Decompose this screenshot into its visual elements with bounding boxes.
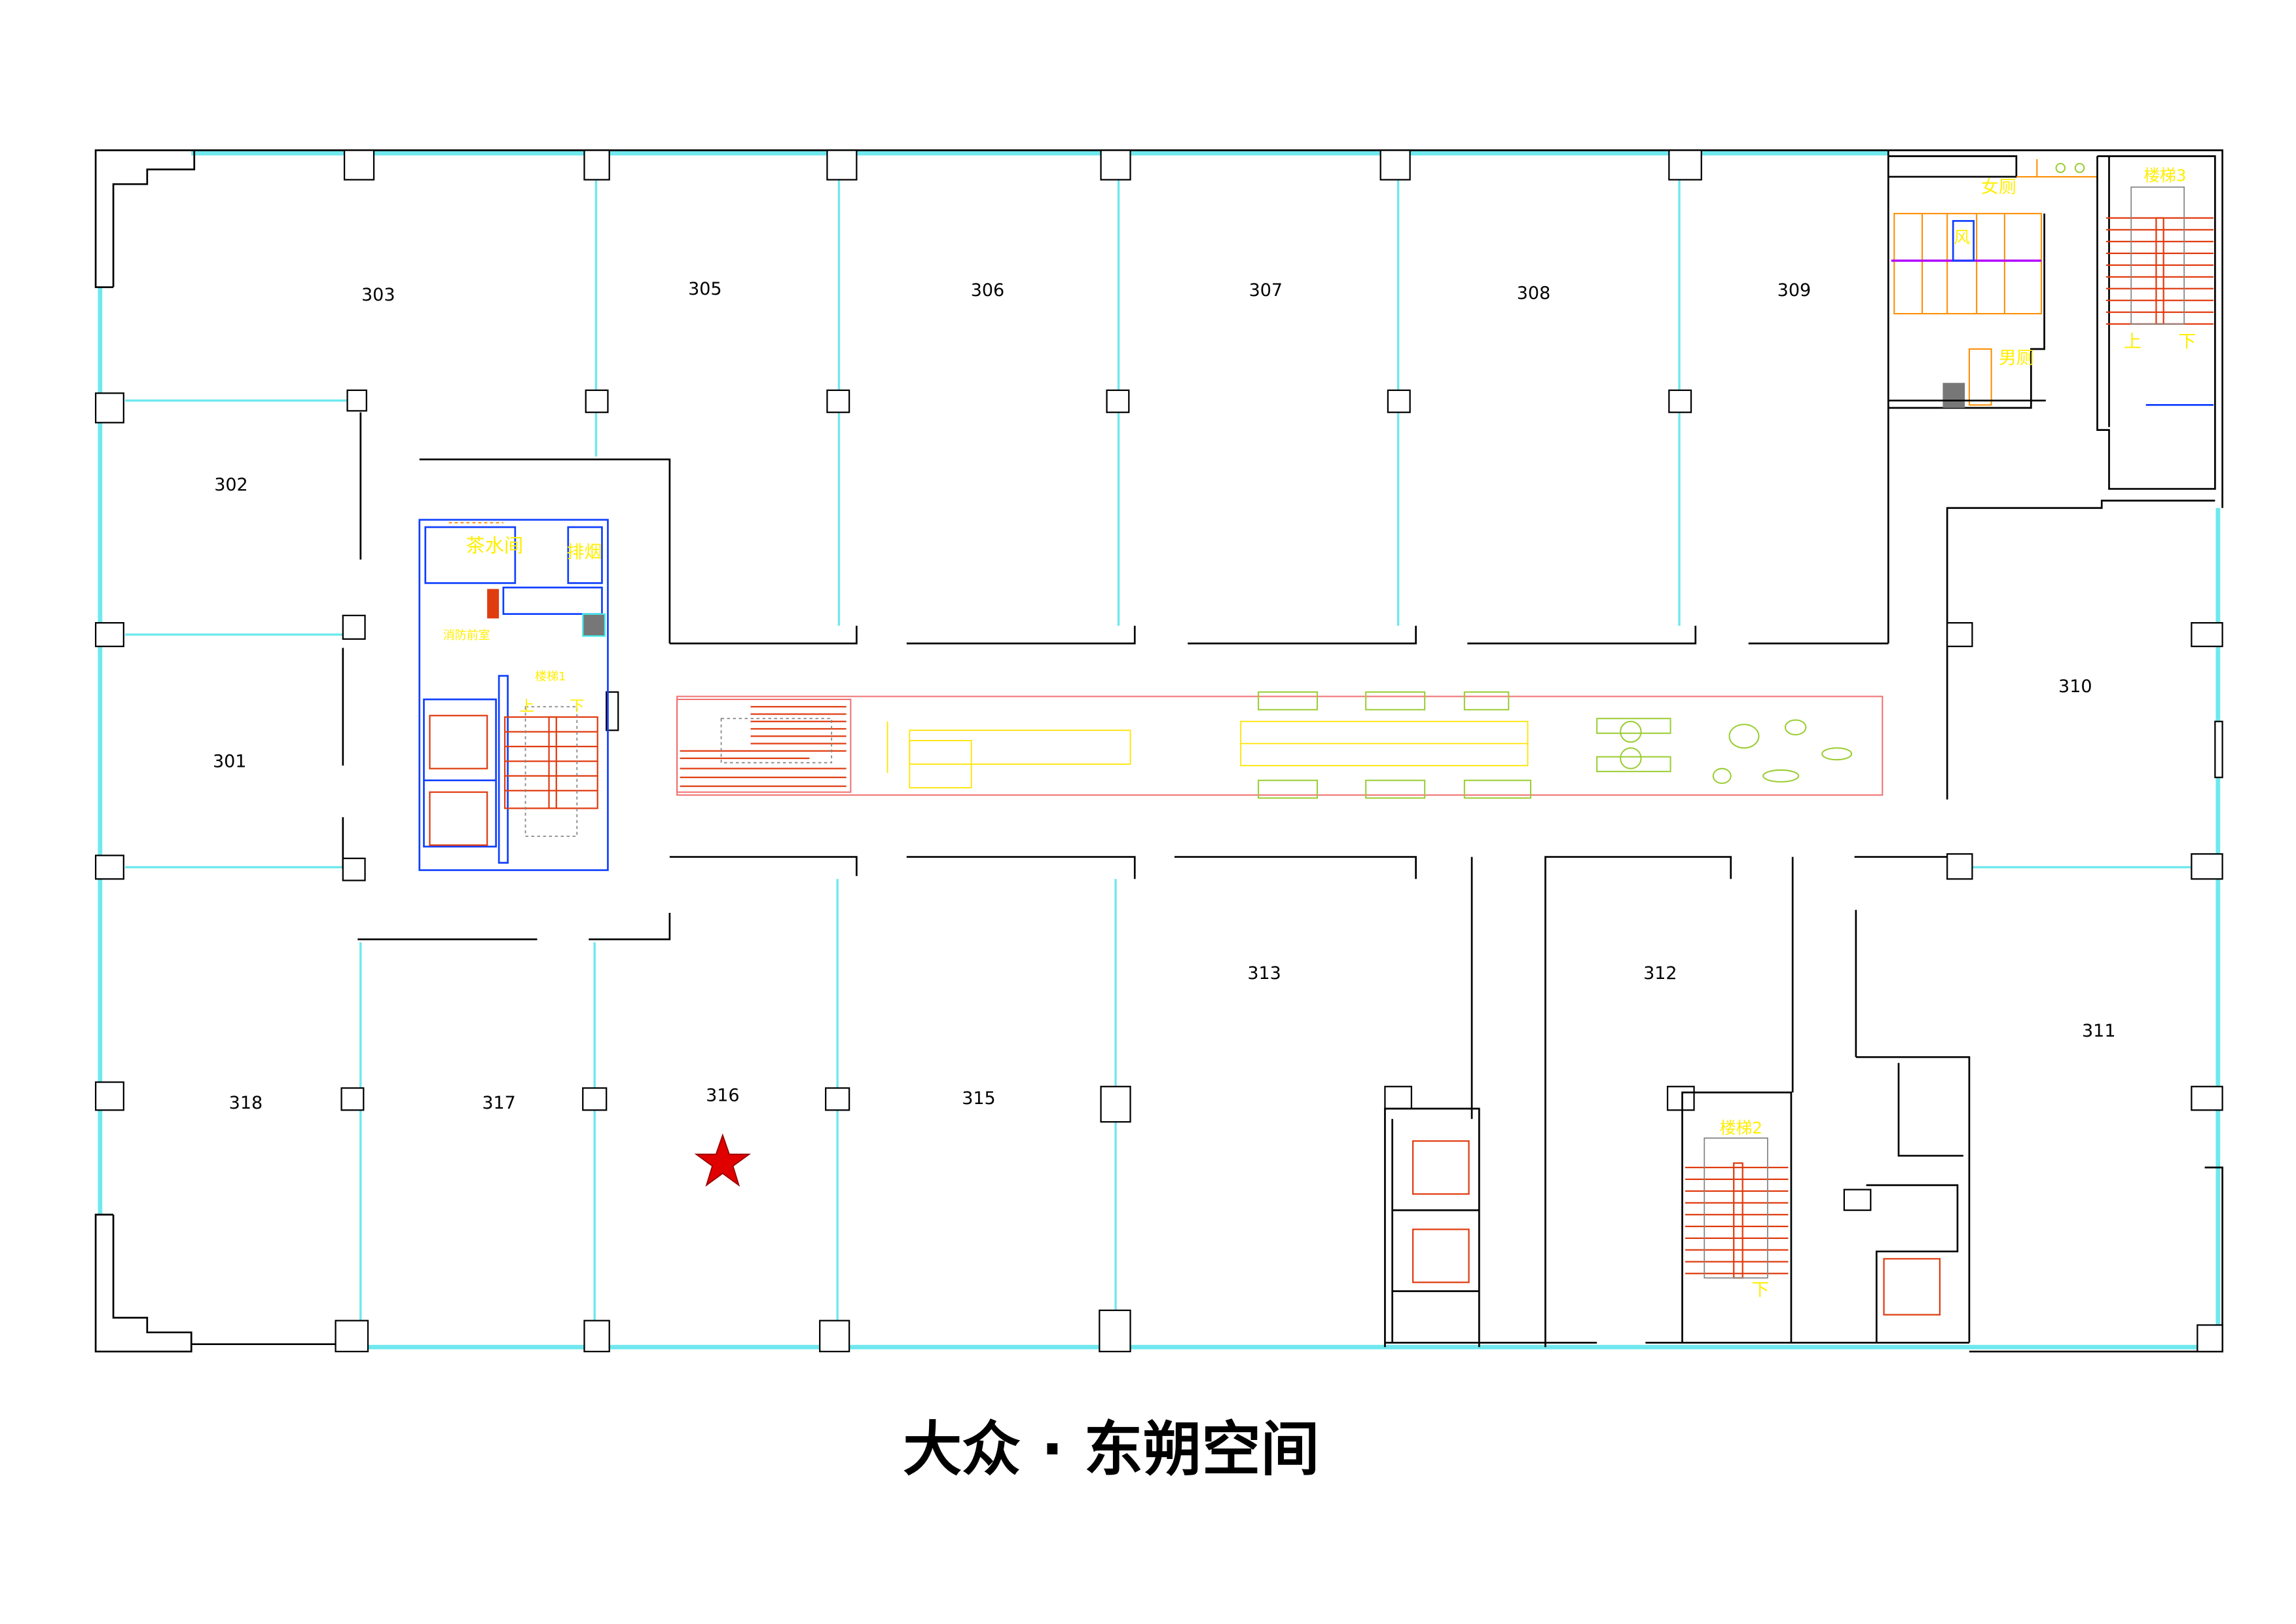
- tea-room-label: 茶水间: [466, 534, 524, 557]
- down-label: 下: [570, 698, 584, 715]
- stair-2-label: 楼梯2: [1720, 1118, 1762, 1137]
- womens-toilet-label: 女厕: [1981, 177, 2016, 198]
- elevator-bank-313: [1384, 1107, 1597, 1348]
- wind-label: 风: [1954, 228, 1970, 247]
- room-303[interactable]: 303: [361, 285, 395, 305]
- room-306[interactable]: 306: [971, 280, 1004, 301]
- toilet-block: 女厕 男厕 风: [1888, 155, 2098, 409]
- room-309[interactable]: 309: [1777, 280, 1811, 301]
- room-318[interactable]: 318: [229, 1093, 263, 1113]
- mens-toilet-label: 男厕: [1999, 348, 2034, 368]
- room-301[interactable]: 301: [213, 751, 246, 771]
- facade: [98, 151, 2223, 1350]
- star-icon: [694, 1133, 752, 1187]
- up-label: 上: [2124, 332, 2141, 352]
- room-308[interactable]: 308: [1517, 284, 1550, 304]
- room-305[interactable]: 305: [688, 279, 721, 299]
- room-312[interactable]: 312: [1643, 963, 1677, 984]
- room-labels: 303 305 306 307 308 309 302 301 310 313 …: [213, 279, 2116, 1113]
- smoke-exhaust-label: 排烟: [567, 542, 602, 563]
- elevator-311: [1843, 1056, 1971, 1343]
- stair-1-label: 楼梯1: [535, 670, 566, 684]
- fire-lobby-label: 消防前室: [443, 629, 490, 642]
- room-307[interactable]: 307: [1249, 280, 1283, 301]
- room-310[interactable]: 310: [2058, 676, 2092, 697]
- room-315[interactable]: 315: [962, 1088, 995, 1109]
- room-316[interactable]: 316: [706, 1086, 739, 1106]
- stair-3-label: 楼梯3: [2143, 166, 2186, 185]
- down-label: 下: [1751, 1280, 1769, 1300]
- room-302[interactable]: 302: [214, 475, 247, 495]
- exterior-walls: [94, 149, 2223, 1353]
- columns: [95, 149, 2223, 1353]
- room-311[interactable]: 311: [2082, 1021, 2115, 1041]
- stair-2: 楼梯2 下: [1645, 1091, 1969, 1344]
- down-label: 下: [2178, 332, 2196, 352]
- left-core: 茶水间 排烟 消防前室 楼梯1 上 下: [418, 519, 609, 872]
- stair-1: [503, 706, 598, 837]
- room-317[interactable]: 317: [482, 1093, 515, 1113]
- stair-3: 楼梯3 上 下: [2096, 155, 2216, 490]
- room-313[interactable]: 313: [1247, 963, 1281, 984]
- central-atrium: [676, 691, 1884, 799]
- page-title: 大众 · 东朔空间: [903, 1416, 1319, 1484]
- up-label: 上: [520, 698, 534, 715]
- partitions: [125, 150, 2215, 1348]
